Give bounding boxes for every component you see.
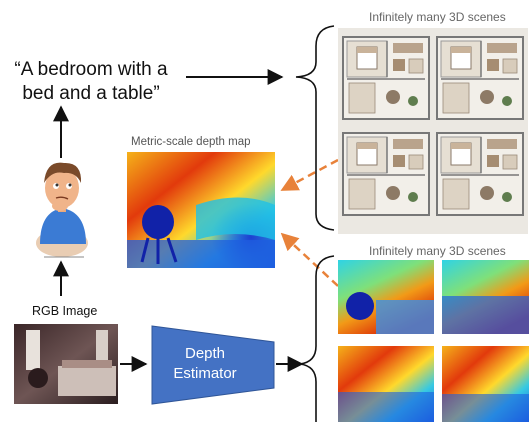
floorplans-grid (338, 28, 528, 234)
bedroom-photo (14, 324, 118, 404)
depth-map-image (127, 152, 275, 268)
floorplan-icon (436, 132, 524, 216)
floorplan-icon (436, 36, 524, 120)
text-prompt: “A bedroom with a bed and a table” (14, 59, 168, 104)
curly-brace-top (295, 25, 335, 231)
depth-maps-grid (338, 260, 529, 422)
dashed-arrow-bottom (280, 232, 339, 287)
depth-estimator-label: Depth Estimator (173, 345, 237, 382)
dashed-arrow-top (280, 158, 339, 192)
curly-brace-bottom (299, 255, 335, 422)
rgb-image-label: RGB Image (32, 304, 98, 318)
floorplan-icon (342, 36, 430, 120)
scenes-label-top: Infinitely many 3D scenes (369, 10, 506, 24)
floorplan-icon (342, 132, 430, 216)
depth-estimator-block (151, 325, 275, 405)
thinking-person-icon (36, 162, 88, 258)
scenes-label-bottom: Infinitely many 3D scenes (369, 244, 506, 258)
depth-map-title: Metric-scale depth map (131, 136, 251, 148)
